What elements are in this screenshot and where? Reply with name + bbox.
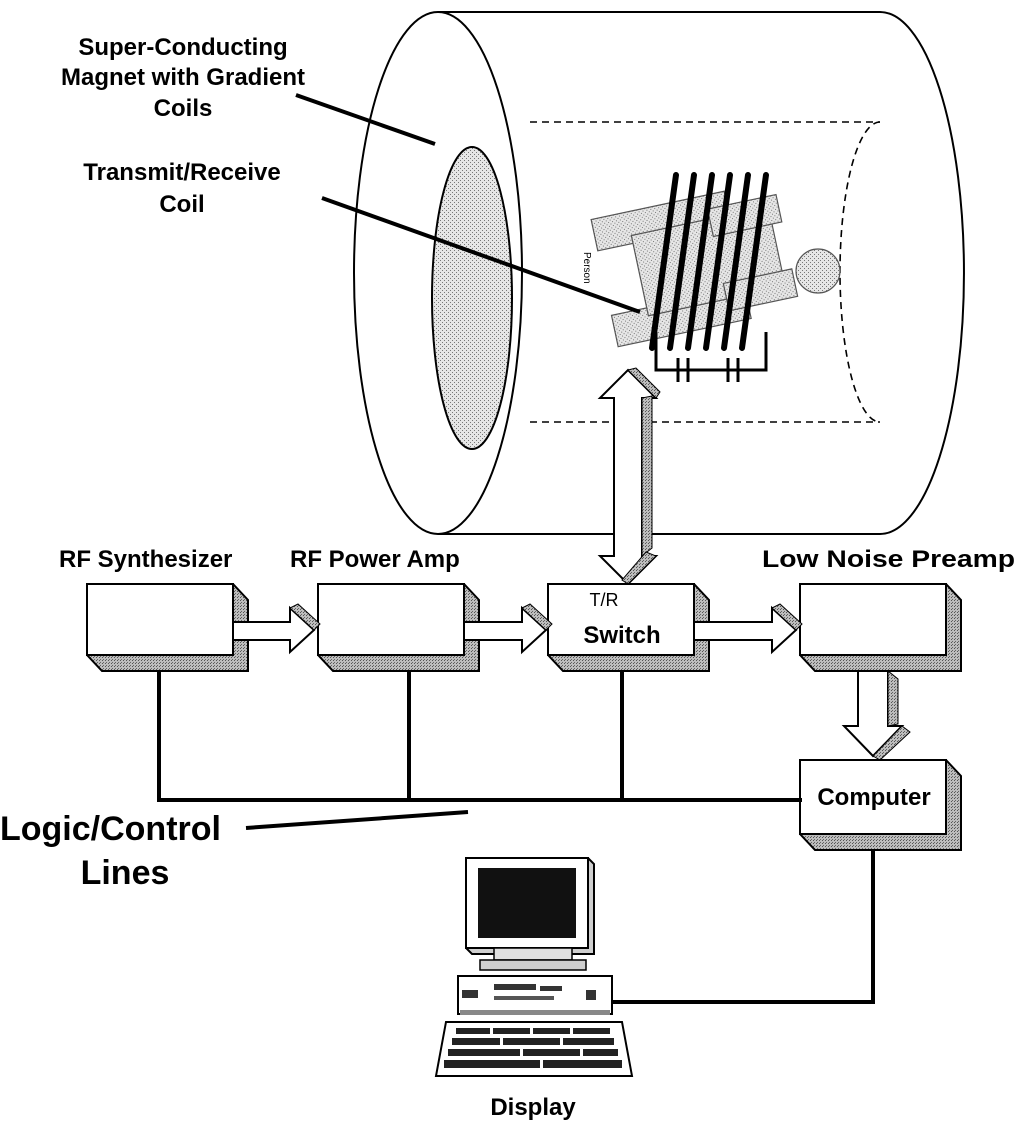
- coil-label-line1: Transmit/Receive: [83, 159, 280, 186]
- coil-tuning-circuit: [654, 332, 768, 372]
- display-workstation: [434, 857, 634, 1077]
- rf-power-amp-block: [317, 583, 480, 672]
- person-head: [795, 248, 841, 294]
- coil-capacitors: [676, 358, 740, 382]
- computer-block: [799, 759, 962, 851]
- tr-switch-label-top: T/R: [590, 590, 619, 610]
- computer-display-line: [604, 850, 875, 1004]
- low-noise-preamp-label: Low Noise Preamp: [762, 546, 1015, 573]
- low-noise-preamp-block: [799, 583, 962, 672]
- arrow-preamp-to-computer: [841, 669, 911, 761]
- coil-tr-double-arrow: [597, 367, 661, 586]
- magnet-pointer: [295, 93, 436, 146]
- display-system-unit: [457, 975, 613, 1015]
- rf-synthesizer-block: [86, 583, 249, 672]
- rf-power-amp-label: RF Power Amp: [290, 546, 460, 573]
- magnet: [353, 11, 965, 535]
- logic-control-label-line2: Lines: [81, 854, 170, 892]
- coil-pointer: [321, 196, 641, 314]
- display-label: Display: [490, 1094, 576, 1121]
- coil-label-line2: Coil: [159, 191, 204, 218]
- arrow-amp-to-switch: [463, 603, 553, 655]
- rf-synthesizer-label: RF Synthesizer: [59, 546, 232, 573]
- magnet-bore-opening: [431, 146, 513, 450]
- coil-windings: [649, 172, 769, 351]
- person-label: Person: [581, 252, 592, 284]
- display-screen: [478, 868, 576, 938]
- magnet-label-line1: Super-Conducting: [78, 34, 287, 61]
- tr-switch-label-bottom: Switch: [583, 622, 660, 649]
- arrow-switch-to-preamp: [693, 603, 803, 655]
- patient-and-coil: Person: [581, 172, 841, 382]
- person-figure: [590, 190, 799, 348]
- logic-control-lines: [157, 671, 802, 830]
- logic-control-label-line1: Logic/Control: [0, 810, 221, 848]
- arrow-synth-to-amp: [232, 603, 321, 655]
- computer-label: Computer: [817, 784, 930, 811]
- magnet-label-line3: Coils: [154, 95, 213, 122]
- tr-switch-block: [547, 583, 710, 672]
- magnet-back-edge: [879, 11, 965, 535]
- magnet-label-line2: Magnet with Gradient: [61, 64, 305, 91]
